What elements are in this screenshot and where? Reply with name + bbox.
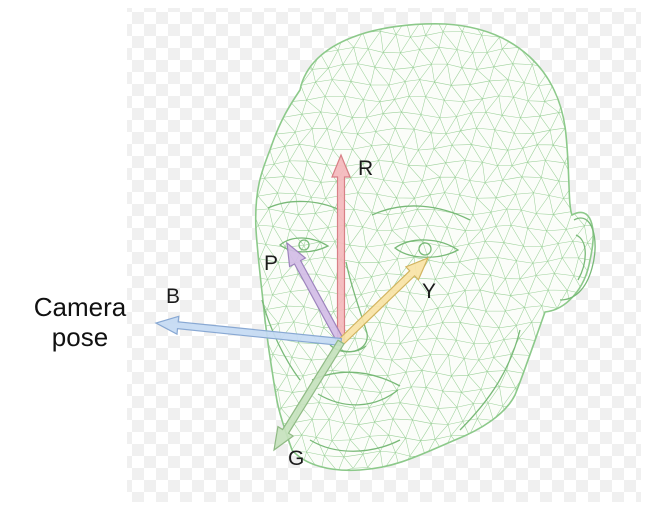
axis-arrow-p <box>286 241 345 345</box>
head-mesh <box>254 23 596 472</box>
axis-label-g: G <box>288 447 305 470</box>
ear <box>559 217 596 301</box>
right-iris <box>418 242 432 256</box>
cheek-left <box>261 299 301 381</box>
camera-pose-caption: Camera pose <box>14 292 146 352</box>
ear-inner <box>575 234 586 281</box>
axis-label-p: P <box>264 252 279 275</box>
lower-lip <box>317 389 399 406</box>
axis-arrow-r <box>331 153 351 343</box>
jaw-right <box>459 329 521 431</box>
caption-line-1: Camera <box>33 292 127 322</box>
nostril <box>329 344 367 353</box>
axis-label-y: Y <box>422 280 437 303</box>
left-eyebrow <box>267 200 341 211</box>
right-eye <box>393 239 460 258</box>
chin <box>309 439 401 452</box>
left-iris <box>298 239 310 251</box>
axis-label-b: B <box>166 285 181 308</box>
axis-arrow-g <box>273 339 345 452</box>
pose-axes <box>154 153 430 452</box>
caption-line-2: pose <box>51 322 109 352</box>
axis-arrow-b <box>154 315 343 347</box>
axis-arrow-y <box>337 256 430 346</box>
axis-label-r: R <box>358 157 374 180</box>
right-eyebrow <box>371 205 471 221</box>
